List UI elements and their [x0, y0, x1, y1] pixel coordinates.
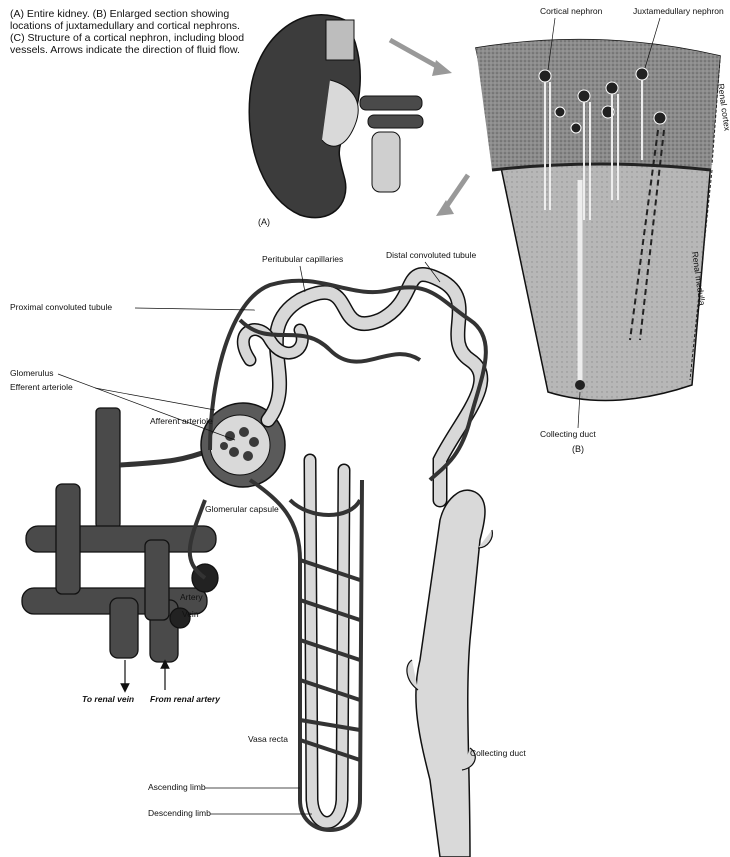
panel-label-b: (B): [572, 444, 584, 454]
label-peritubular-capillaries: Peritubular capillaries: [262, 254, 343, 264]
label-cortical-nephron: Cortical nephron: [540, 6, 603, 16]
label-descending-limb: Descending limb: [148, 808, 211, 818]
nephron-illustration: Peritubular capillaries Distal convolute…: [10, 250, 526, 857]
label-collecting-duct-c: Collecting duct: [470, 748, 526, 758]
label-efferent-arteriole: Efferent arteriole: [10, 382, 73, 392]
label-collecting-duct-b: Collecting duct: [540, 429, 596, 439]
panel-label-a: (A): [258, 217, 270, 227]
label-artery: Artery: [180, 592, 203, 602]
zoom-arrow-a: [390, 40, 440, 68]
label-juxtamedullary-nephron: Juxtamedullary nephron: [633, 6, 724, 16]
label-distal-tubule: Distal convoluted tubule: [386, 250, 477, 260]
label-from-renal-artery: From renal artery: [150, 694, 221, 704]
collecting-duct-c: [407, 490, 492, 857]
label-glomerulus: Glomerulus: [10, 368, 53, 378]
label-glomerular-capsule: Glomerular capsule: [205, 504, 279, 514]
label-vasa-recta: Vasa recta: [248, 734, 288, 744]
label-afferent-arteriole: Afferent arteriole: [150, 416, 213, 426]
label-cortex: Renal cortex: [716, 83, 730, 132]
kidney-illustration: (A): [249, 15, 452, 227]
label-ascending-limb: Ascending limb: [148, 782, 206, 792]
renal-blood-vessels: [22, 408, 218, 662]
label-to-renal-vein: To renal vein: [82, 694, 134, 704]
label-proximal-tubule: Proximal convoluted tubule: [10, 302, 112, 312]
label-vein: Vein: [182, 609, 199, 619]
